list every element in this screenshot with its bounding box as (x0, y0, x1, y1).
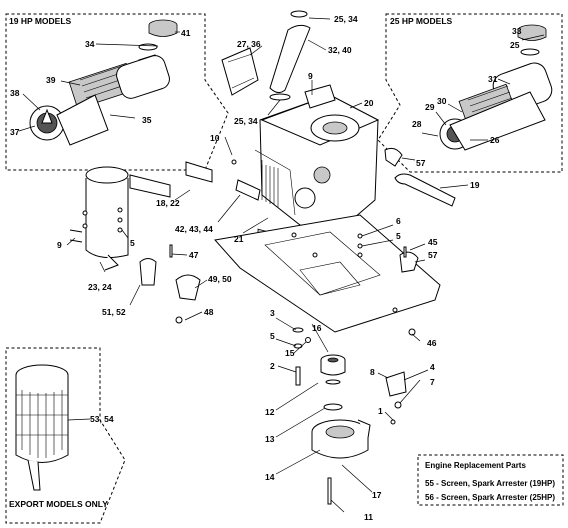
callout-33: 33 (512, 26, 522, 36)
callout-5-right: 5 (396, 231, 401, 241)
callout-26: 26 (490, 135, 500, 145)
callout-9-top: 9 (308, 71, 313, 81)
callout-15: 15 (285, 348, 295, 358)
callout-9-left: 9 (57, 240, 62, 250)
callout-11: 11 (364, 512, 373, 522)
callout-48: 48 (204, 307, 214, 317)
export-heading: EXPORT MODELS ONLY (9, 499, 108, 509)
callout-16: 16 (312, 323, 322, 333)
export-group-box (5, 347, 126, 524)
air-cleaner-19hp (29, 19, 178, 146)
callout-47: 47 (189, 250, 199, 260)
callout-51-52: 51, 52 (102, 307, 126, 317)
callout-6: 6 (396, 216, 401, 226)
callout-41: 41 (181, 28, 191, 38)
spark-arrester-screen (15, 364, 69, 491)
callout-7: 7 (430, 377, 435, 387)
callout-1: 1 (378, 406, 383, 416)
hp19-group-box (5, 13, 229, 171)
callout-39: 39 (46, 75, 56, 85)
callout-3: 3 (270, 308, 275, 318)
callout-17: 17 (372, 490, 382, 500)
callout-37: 37 (10, 127, 20, 137)
callout-14: 14 (265, 472, 275, 482)
replacement-title: Engine Replacement Parts (425, 461, 526, 470)
replacement-line-56: 56 - Screen, Spark Arrester (25HP) (425, 493, 555, 502)
callout-5-left: 5 (130, 238, 135, 248)
callout-49-50: 49, 50 (208, 274, 232, 284)
callout-21: 21 (234, 234, 244, 244)
air-cleaner-25hp (439, 24, 553, 151)
callout-20: 20 (364, 98, 374, 108)
callout-45: 45 (428, 237, 438, 247)
callout-25-34-top: 25, 34 (334, 14, 358, 24)
callout-29: 29 (425, 102, 435, 112)
callout-8: 8 (370, 367, 375, 377)
callout-57-top: 57 (416, 158, 426, 168)
callout-57-bottom: 57 (428, 250, 438, 260)
callout-27-36: 27, 36 (237, 39, 261, 49)
hardware (69, 147, 419, 336)
clutch-assembly (292, 327, 407, 505)
callout-32-40: 32, 40 (328, 45, 352, 55)
replacement-line-55: 55 - Screen, Spark Arrester (19HP) (425, 479, 555, 488)
engine-base-plate (214, 214, 441, 333)
callout-10: 10 (210, 133, 220, 143)
callout-38: 38 (10, 88, 20, 98)
hp25-heading: 25 HP MODELS (390, 16, 453, 26)
callout-5-clutch: 5 (270, 331, 275, 341)
callout-19: 19 (470, 180, 480, 190)
callout-25-34-mid: 25, 34 (234, 116, 258, 126)
callout-31: 31 (488, 74, 498, 84)
muffler (85, 161, 213, 271)
callout-35: 35 (142, 115, 152, 125)
callout-53-54: 53, 54 (90, 414, 114, 424)
callout-2: 2 (270, 361, 275, 371)
callout-12: 12 (265, 407, 275, 417)
intake-tube (221, 10, 311, 101)
leader-lines (18, 17, 545, 513)
hp19-heading: 19 HP MODELS (9, 16, 72, 26)
callout-4: 4 (430, 362, 435, 372)
callout-25-right: 25 (510, 40, 520, 50)
callout-46: 46 (427, 338, 437, 348)
tail-pipe-19 (394, 173, 456, 207)
callout-13: 13 (265, 434, 275, 444)
callout-34: 34 (85, 39, 95, 49)
callout-30: 30 (437, 96, 447, 106)
callouts: 41 34 39 38 35 37 25, 34 27, 36 32, 40 9… (10, 14, 522, 522)
callout-28: 28 (412, 119, 422, 129)
callout-42-43-44: 42, 43, 44 (175, 224, 213, 234)
callout-18-22: 18, 22 (156, 198, 180, 208)
callout-23-24: 23, 24 (88, 282, 112, 292)
replacement-parts-box (417, 454, 564, 506)
